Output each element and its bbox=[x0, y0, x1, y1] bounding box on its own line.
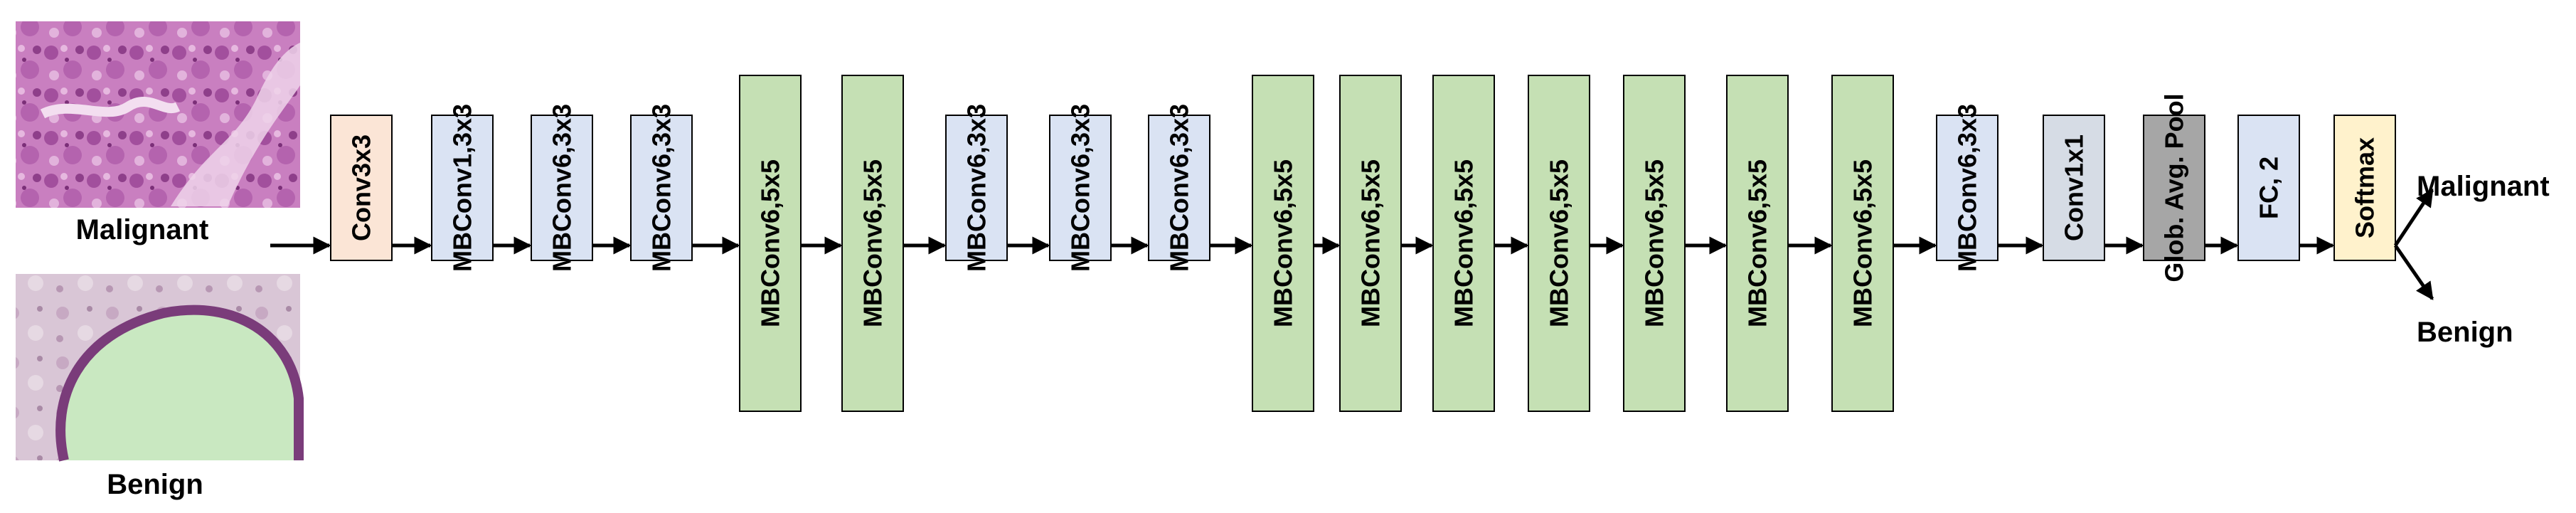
layer-block: MBConv6,5x5 bbox=[1831, 75, 1894, 412]
layer-block: MBConv6,5x5 bbox=[1432, 75, 1495, 412]
layer-box bbox=[1049, 115, 1112, 261]
layer-box bbox=[1252, 75, 1314, 412]
layer-label: MBConv6,5x5 bbox=[1640, 159, 1669, 327]
layer-block: Conv3x3 bbox=[330, 115, 393, 261]
layer-block: MBConv6,3x3 bbox=[1049, 104, 1112, 272]
layer-block: MBConv6,3x3 bbox=[1936, 104, 1998, 272]
malignant-input-label: Malignant bbox=[76, 214, 209, 245]
layer-box bbox=[1726, 75, 1789, 412]
layer-label: MBConv6,5x5 bbox=[1743, 159, 1772, 327]
layer-box bbox=[1148, 115, 1210, 261]
benign-input-label: Benign bbox=[107, 469, 203, 500]
layer-box bbox=[2043, 115, 2105, 261]
layer-label: FC, 2 bbox=[2255, 157, 2284, 219]
layer-box bbox=[1339, 75, 1402, 412]
layer-block: MBConv6,3x3 bbox=[630, 104, 693, 272]
layer-label: MBConv6,3x3 bbox=[1165, 104, 1194, 272]
layer-box bbox=[841, 75, 904, 412]
layer-label: MBConv1,3x3 bbox=[448, 104, 477, 272]
layer-block: FC, 2 bbox=[2237, 115, 2300, 261]
output-label-malignant: Malignant bbox=[2417, 171, 2550, 202]
layer-box bbox=[531, 115, 593, 261]
malignant-input: Malignant bbox=[16, 21, 300, 245]
layer-block: MBConv6,5x5 bbox=[841, 75, 904, 412]
layer-box bbox=[2333, 115, 2396, 261]
benign-duct-wall bbox=[55, 305, 304, 462]
layer-label: MBConv6,5x5 bbox=[756, 159, 785, 327]
layer-block: MBConv6,3x3 bbox=[531, 104, 593, 272]
network-layers: Conv3x3 MBConv1,3x3 MBConv6,3x3 MBConv6,3x3… bbox=[330, 75, 2396, 412]
layer-block: MBConv1,3x3 bbox=[431, 104, 494, 272]
layer-box bbox=[1831, 75, 1894, 412]
layer-box bbox=[330, 115, 393, 261]
layer-block: MBConv6,3x3 bbox=[1148, 104, 1210, 272]
output-classes: Malignant Benign bbox=[2393, 171, 2550, 348]
layer-block: MBConv6,5x5 bbox=[1339, 75, 1402, 412]
layer-label: MBConv6,5x5 bbox=[1356, 159, 1385, 327]
layer-block: Softmax bbox=[2333, 115, 2396, 261]
output-label-benign: Benign bbox=[2417, 317, 2513, 348]
layer-block: MBConv6,5x5 bbox=[739, 75, 802, 412]
output-arrow-malignant bbox=[2393, 188, 2434, 247]
layer-box bbox=[2237, 115, 2300, 261]
layer-label: MBConv6,5x5 bbox=[1449, 159, 1479, 327]
layer-label: Glob. Avg. Pool bbox=[2160, 93, 2189, 282]
layer-box bbox=[630, 115, 693, 261]
layer-box bbox=[1432, 75, 1495, 412]
layer-box bbox=[1936, 115, 1998, 261]
layer-label: MBConv6,3x3 bbox=[548, 104, 577, 272]
layer-label: MBConv6,5x5 bbox=[858, 159, 888, 327]
layer-block: MBConv6,5x5 bbox=[1528, 75, 1590, 412]
layer-block: MBConv6,3x3 bbox=[945, 104, 1008, 272]
layer-label: Softmax bbox=[2351, 137, 2380, 238]
layer-label: MBConv6,3x3 bbox=[962, 104, 991, 272]
layer-block: MBConv6,5x5 bbox=[1623, 75, 1686, 412]
layer-box bbox=[2143, 115, 2205, 261]
layer-label: MBConv6,3x3 bbox=[1066, 104, 1095, 272]
layer-label: MBConv6,5x5 bbox=[1545, 159, 1574, 327]
layer-box bbox=[945, 115, 1008, 261]
layer-label: Conv1x1 bbox=[2060, 134, 2089, 241]
layer-label: MBConv6,3x3 bbox=[1953, 104, 1982, 272]
benign-input: Benign bbox=[16, 274, 304, 500]
malignant-tissue-texture-2 bbox=[40, 97, 181, 119]
layer-label: Conv3x3 bbox=[347, 134, 376, 241]
layer-block: MBConv6,5x5 bbox=[1252, 75, 1314, 412]
output-arrow-benign bbox=[2393, 244, 2434, 301]
layer-label: MBConv6,5x5 bbox=[1848, 159, 1878, 327]
layer-box bbox=[1528, 75, 1590, 412]
malignant-tissue-texture bbox=[171, 43, 300, 206]
layer-box bbox=[1623, 75, 1686, 412]
layer-box bbox=[431, 115, 494, 261]
layer-box bbox=[739, 75, 802, 412]
input-images: Malignant Benign bbox=[16, 21, 304, 500]
layer-label: MBConv6,3x3 bbox=[647, 104, 676, 272]
layer-label: MBConv6,5x5 bbox=[1269, 159, 1298, 327]
layer-block: Glob. Avg. Pool bbox=[2143, 93, 2205, 282]
layer-block: Conv1x1 bbox=[2043, 115, 2105, 261]
layer-block: MBConv6,5x5 bbox=[1726, 75, 1789, 412]
